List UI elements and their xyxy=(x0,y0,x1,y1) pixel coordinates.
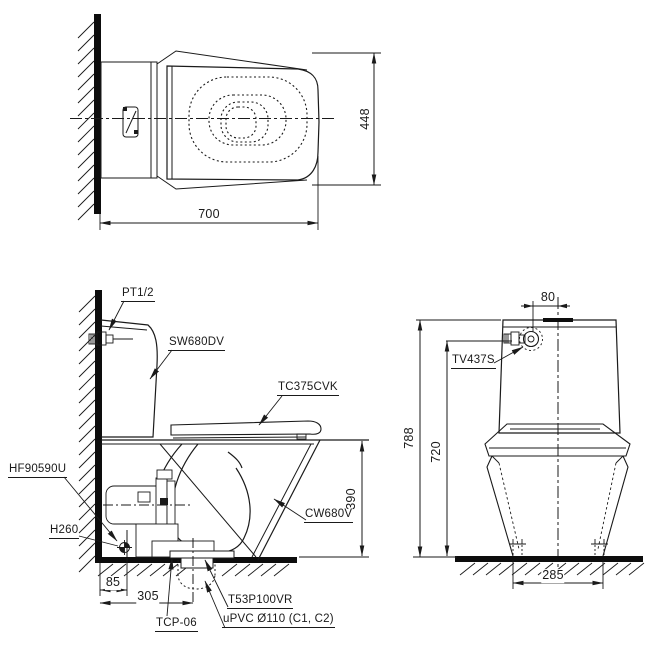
dimension-285 xyxy=(512,560,604,589)
seat-lid-side xyxy=(170,420,322,436)
pedestal-front xyxy=(486,455,629,557)
top-view-drawing xyxy=(70,14,381,230)
floor-line xyxy=(455,556,643,562)
tv437s-leader xyxy=(493,346,524,364)
dimension-448 xyxy=(312,52,381,186)
tank-lid-line xyxy=(100,325,148,331)
dimension-700 xyxy=(99,156,319,230)
bowl-outline xyxy=(257,439,321,561)
label-tv437s: TV437S xyxy=(451,354,496,369)
dimension-85 xyxy=(99,558,128,596)
bowl-silhouette xyxy=(156,50,308,190)
label-h260: H260 xyxy=(49,524,80,539)
lid-outline xyxy=(166,65,320,181)
rim-inner-lines xyxy=(489,428,626,449)
dimension-80 xyxy=(521,301,570,332)
dim-285: 285 xyxy=(541,568,565,583)
dimension-720 xyxy=(444,340,512,557)
floor-hatch xyxy=(459,562,645,576)
label-sw680dv: SW680DV xyxy=(168,336,226,351)
leader-lines xyxy=(63,300,307,629)
label-upvc: uPVC Ø110 (C1, C2) xyxy=(222,613,335,628)
upvc-pipe-hidden xyxy=(177,560,216,590)
supply-stop-fitting xyxy=(88,331,133,346)
wall-section xyxy=(95,290,102,562)
h260-target-symbol xyxy=(117,540,132,555)
dim-788: 788 xyxy=(402,427,417,449)
dimension-788 xyxy=(413,319,501,558)
label-t53p100vr: T53P100VR xyxy=(227,594,294,609)
label-pt12: PT1/2 xyxy=(121,287,155,302)
seat-contour-rings xyxy=(188,76,308,163)
label-tc375cvk: TC375CVK xyxy=(277,381,339,396)
label-cw680v: CW680V xyxy=(304,508,354,523)
tank-side-outline xyxy=(100,319,158,438)
seat-line xyxy=(172,436,307,439)
dim-390: 390 xyxy=(344,488,359,510)
side-view-drawing xyxy=(63,290,369,629)
tank-top-outline xyxy=(100,61,158,179)
floor-hatch xyxy=(97,563,290,577)
front-view-drawing xyxy=(413,297,645,589)
tv437s-valve xyxy=(503,327,543,351)
dim-80: 80 xyxy=(539,290,557,305)
floor-outlet xyxy=(169,538,235,605)
dim-305: 305 xyxy=(136,589,160,604)
foot-bolts xyxy=(509,539,608,555)
flush-button xyxy=(122,106,139,138)
dim-85: 85 xyxy=(104,575,122,590)
tank-front-outline xyxy=(498,319,621,434)
label-tcp06: TCP-06 xyxy=(155,617,198,632)
dimension-390 xyxy=(299,440,369,558)
wall-section xyxy=(94,14,101,214)
dim-700: 700 xyxy=(197,207,221,222)
label-hf90590u: HF90590U xyxy=(8,463,68,478)
dim-448: 448 xyxy=(358,108,373,130)
wall-hatch xyxy=(77,21,95,221)
rim-front-outline xyxy=(484,423,631,457)
fill-valve-assembly xyxy=(103,469,215,558)
dim-720: 720 xyxy=(429,441,444,463)
seat-bumper xyxy=(296,433,307,440)
flush-slot xyxy=(543,318,573,322)
